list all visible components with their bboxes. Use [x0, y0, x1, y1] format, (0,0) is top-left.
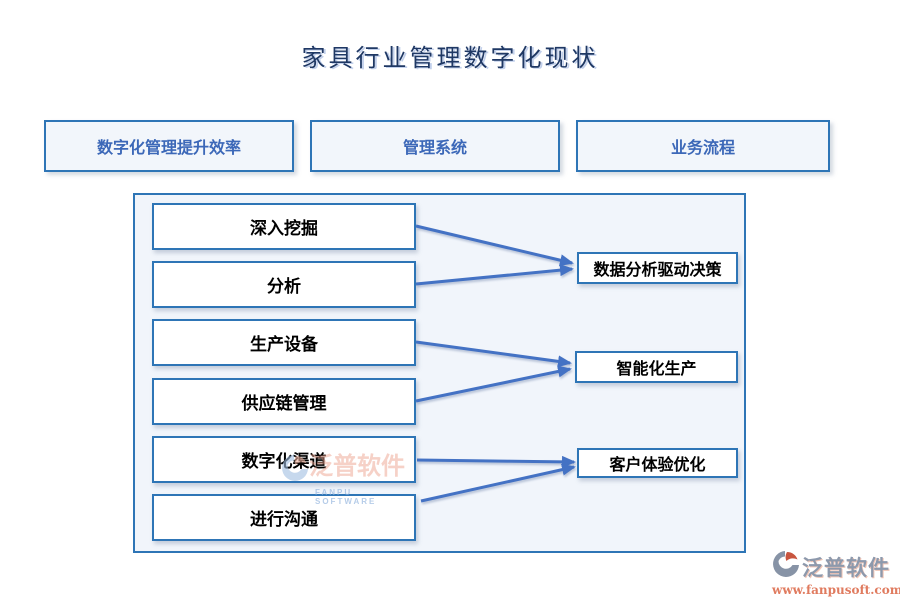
node-label: 客户体验优化 — [609, 455, 706, 474]
diagram-node-data-driven-decision: 数据分析驱动决策 — [577, 252, 738, 284]
brand-url-link[interactable]: www.fanpusoft.com — [772, 583, 900, 597]
diagram-node-production-equipment: 生产设备 — [152, 319, 416, 366]
header-card-business-process: 业务流程 — [576, 120, 830, 172]
diagram-node-customer-experience: 客户体验优化 — [577, 448, 738, 478]
brand-logo-icon — [772, 550, 800, 583]
node-label: 进行沟通 — [250, 510, 318, 530]
header-card-label: 业务流程 — [670, 138, 735, 157]
brand-name: 泛普软件 — [802, 554, 890, 580]
node-label: 数字化渠道 — [241, 452, 327, 472]
header-card-management-system: 管理系统 — [310, 120, 560, 172]
node-label: 生产设备 — [250, 335, 318, 355]
diagram-node-deep-mining: 深入挖掘 — [152, 203, 416, 250]
diagram-node-intelligent-production: 智能化生产 — [575, 351, 738, 383]
header-card-label: 管理系统 — [402, 138, 467, 157]
diagram-node-analysis: 分析 — [152, 261, 416, 308]
page-title: 家具行业管理数字化现状 — [301, 44, 599, 72]
node-label: 供应链管理 — [241, 394, 327, 414]
header-card-efficiency: 数字化管理提升效率 — [44, 120, 294, 172]
node-label: 分析 — [267, 277, 301, 297]
node-label: 智能化生产 — [616, 359, 697, 378]
diagram-node-supply-chain: 供应链管理 — [152, 378, 416, 425]
header-card-label: 数字化管理提升效率 — [96, 138, 241, 157]
diagram-node-communication: 进行沟通 — [152, 494, 416, 541]
node-label: 深入挖掘 — [250, 219, 318, 239]
node-label: 数据分析驱动决策 — [593, 260, 722, 279]
diagram-node-digital-channel: 数字化渠道 — [152, 436, 416, 483]
footer-brand: 泛普软件 www.fanpusoft.com — [772, 550, 900, 597]
